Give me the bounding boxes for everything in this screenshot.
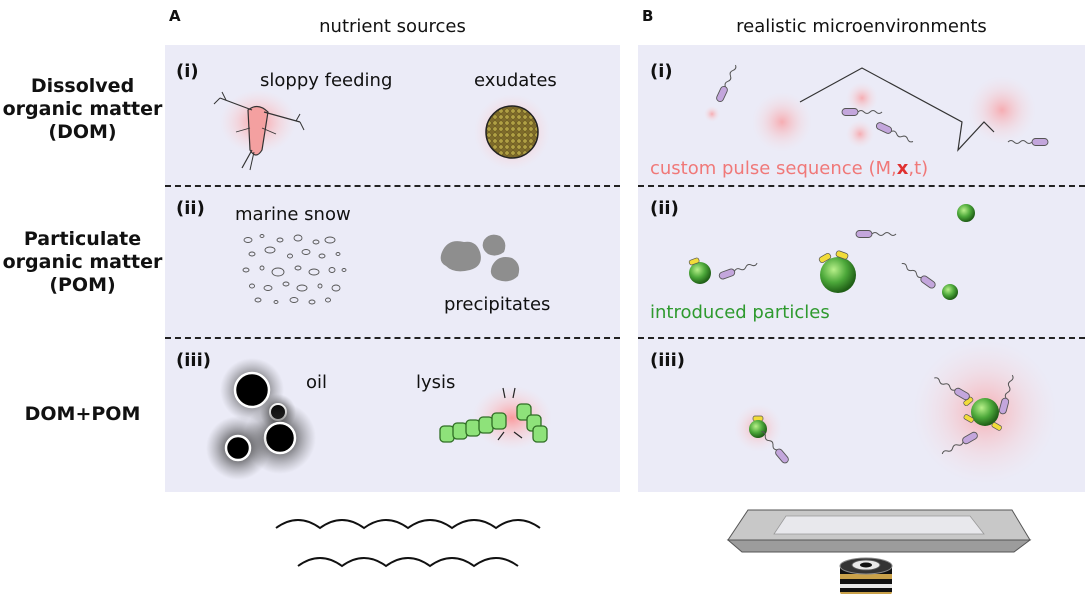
- row-separator: [638, 337, 1085, 339]
- bacterium-icon: [874, 120, 915, 146]
- numeral-b-iii: (iii): [650, 350, 685, 371]
- phytoplankton-cell-icon: [474, 94, 550, 170]
- copepod-icon: [213, 90, 305, 171]
- lysing-filament-icon: [439, 386, 552, 450]
- dom-pulse-glows: [704, 76, 1036, 152]
- label-precipitates: precipitates: [444, 294, 551, 315]
- numeral-a-iii: (iii): [176, 350, 211, 371]
- row-separator: [165, 337, 620, 339]
- particle-icon: [818, 250, 856, 293]
- panel-letter-a: A: [169, 7, 181, 25]
- label-marine-snow: marine snow: [235, 204, 351, 225]
- label-sloppy-feeding: sloppy feeding: [260, 70, 393, 91]
- particle-icon: [734, 404, 782, 452]
- row-label-dom: Dissolved organic matter (DOM): [2, 75, 163, 143]
- panel-title-b: realistic microenvironments: [736, 16, 987, 37]
- bacterium-icon: [717, 259, 759, 281]
- label-lysis: lysis: [416, 372, 456, 393]
- particle-icon: [957, 204, 975, 222]
- numeral-a-i: (i): [176, 61, 199, 82]
- particle-icon: [942, 284, 958, 300]
- label-custom-pulse-sequence: custom pulse sequence (M,x,t): [650, 158, 929, 179]
- microfluidic-chamber-icon: [726, 509, 1032, 553]
- row-separator: [638, 185, 1085, 187]
- label-oil: oil: [306, 372, 328, 393]
- oil-droplet-icon: [206, 358, 316, 480]
- bacterium-icon: [855, 230, 897, 238]
- waves-icon: [275, 519, 541, 568]
- particle-icon: [688, 257, 711, 284]
- panel-title-a: nutrient sources: [319, 16, 466, 37]
- bacterium-run-trajectory: [799, 67, 995, 152]
- numeral-b-i: (i): [650, 61, 673, 82]
- row-label-dom-pom: DOM+POM: [24, 403, 141, 425]
- numeral-a-ii: (ii): [176, 198, 205, 219]
- bacterium-icon: [899, 260, 938, 290]
- marine-snow-icon: [242, 234, 347, 305]
- label-exudates: exudates: [474, 70, 557, 91]
- microscope-objective-icon: [839, 557, 893, 594]
- particle-icon: [913, 340, 1057, 484]
- row-separator: [165, 185, 620, 187]
- bacterium-icon: [714, 63, 740, 104]
- label-introduced-particles: introduced particles: [650, 302, 830, 323]
- numeral-b-ii: (ii): [650, 198, 679, 219]
- precipitate-icon: [440, 234, 520, 282]
- panel-letter-b: B: [642, 7, 654, 25]
- row-label-pom: Particulate organic matter (POM): [2, 228, 163, 296]
